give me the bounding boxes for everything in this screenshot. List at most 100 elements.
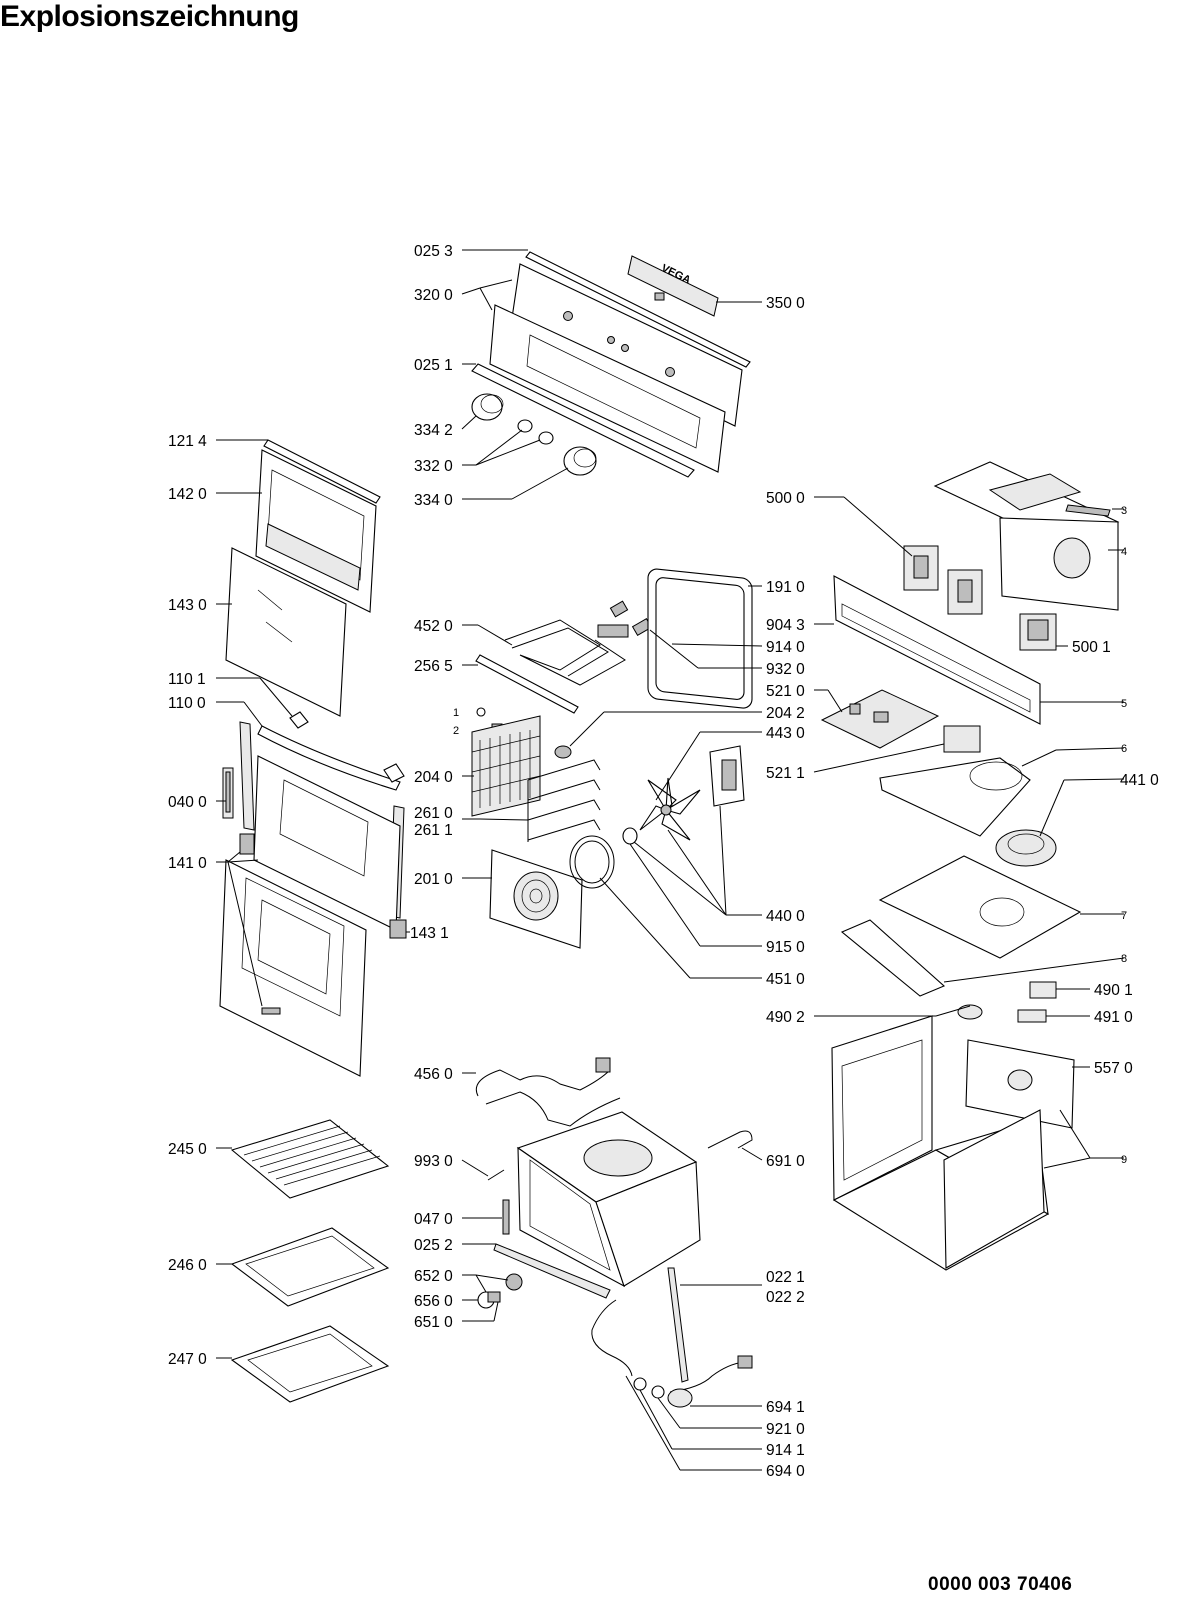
part-label: 500 0 [766, 490, 805, 507]
part-label: 350 0 [766, 295, 805, 312]
part-label: 191 0 [766, 579, 805, 596]
part-191-0-door-seal [647, 568, 753, 709]
part-label: 921 0 [766, 1421, 805, 1438]
part-label: 110 0 [168, 695, 206, 712]
part-label: 110 1 [168, 671, 206, 688]
part-332-0-push-buttons [517, 419, 554, 445]
part-label: 656 0 [414, 1293, 453, 1310]
part-500-0-switches [903, 545, 983, 615]
part-labels: 025 3 320 0 350 0 025 1 334 2 332 0 334 … [168, 243, 1159, 1480]
part-452-0-grill-element [504, 619, 629, 686]
part-025-1-lower-trim [471, 363, 695, 478]
document-number: 0000 003 70406 [928, 1574, 1073, 1595]
part-142-0-outer-door-glass [255, 449, 377, 613]
part-label: 3 [1121, 505, 1127, 517]
part-label: 7 [1121, 910, 1127, 922]
part-oven-cavity [516, 1111, 701, 1288]
part-label: 201 0 [414, 871, 453, 888]
part-label: 204 2 [766, 705, 805, 722]
part-label: 247 0 [168, 1351, 207, 1368]
part-label: 904 3 [766, 617, 805, 634]
part-921-0-914-1-rings [633, 1377, 665, 1399]
part-label: 025 3 [414, 243, 453, 260]
part-110-0-door-handle [257, 725, 405, 791]
part-label: 500 1 [1072, 639, 1111, 656]
part-3-4-top-housing [933, 461, 1120, 611]
part-label: 1 [453, 707, 459, 719]
part-201-0-rear-panel [489, 849, 583, 949]
part-label: 025 1 [414, 357, 453, 374]
part-label: 334 0 [414, 492, 453, 509]
part-label: 121 4 [168, 433, 207, 450]
leader-lines [216, 249, 1125, 1471]
part-label: 914 1 [766, 1442, 805, 1459]
page-title: Explosionszeichnung [0, 0, 299, 33]
part-521-1-relay [943, 725, 981, 753]
part-143-1-clip [389, 919, 407, 939]
part-label: 694 0 [766, 1463, 805, 1480]
part-8-deflector [840, 919, 946, 997]
part-993-0-screw [487, 1169, 505, 1181]
part-label: 6 [1121, 743, 1127, 755]
part-245-0-wire-shelf [230, 1119, 390, 1199]
part-label: 143 0 [168, 597, 207, 614]
part-label: 261 0 [414, 805, 453, 822]
part-label: 440 0 [766, 908, 805, 925]
part-label: 441 0 [1120, 772, 1159, 789]
part-456-0-bottom-element [475, 1057, 621, 1127]
part-691-0-sensor [707, 1130, 753, 1149]
part-500-1-switch [1019, 613, 1057, 651]
part-652-656-651-light [477, 1273, 523, 1309]
part-label: 491 0 [1094, 1009, 1133, 1026]
part-204-0-side-grid [471, 715, 541, 817]
part-6-fan-plate [879, 757, 1031, 837]
part-label: 4 [1121, 546, 1127, 558]
part-label: 2 [453, 725, 459, 737]
part-label: 261 1 [414, 822, 453, 839]
part-label: 246 0 [168, 1257, 207, 1274]
part-025-3-top-trim [525, 251, 751, 368]
part-443-0-fan-motor [709, 745, 745, 807]
part-441-0-tangential-fan [995, 829, 1057, 867]
part-label: 651 0 [414, 1314, 453, 1331]
part-label: 490 1 [1094, 982, 1133, 999]
part-label: 256 5 [414, 658, 453, 675]
part-047-0-clip [502, 1199, 510, 1235]
part-label: 443 0 [766, 725, 805, 742]
part-label: 691 0 [766, 1153, 805, 1170]
part-334-2-knob [471, 393, 504, 421]
part-label: 8 [1121, 953, 1127, 965]
part-451-0-circular-element [569, 835, 615, 889]
part-022-1-side-strip [667, 1267, 689, 1383]
part-694-cable [591, 1299, 753, 1408]
part-label: 143 1 [410, 925, 449, 942]
part-350-0-logo-badge: VEGA [627, 255, 719, 317]
part-label: 022 1 [766, 1269, 805, 1286]
part-label: 652 0 [414, 1268, 453, 1285]
part-label: 451 0 [766, 971, 805, 988]
part-label: 932 0 [766, 661, 805, 678]
part-261-0-shelf-supports [527, 759, 601, 842]
part-label: 452 0 [414, 618, 453, 635]
part-915-0-nut [622, 827, 638, 845]
part-label: 025 2 [414, 1237, 453, 1254]
part-label: 9 [1121, 1154, 1127, 1166]
part-label: 915 0 [766, 939, 805, 956]
part-904-3-control-frame [833, 575, 1041, 725]
part-040-0-hinge [222, 767, 234, 819]
part-label: 332 0 [414, 458, 453, 475]
part-320-0-control-panel [489, 263, 743, 473]
part-label: 022 2 [766, 1289, 805, 1306]
part-label: 521 0 [766, 683, 805, 700]
part-9-outer-carcass [831, 1015, 1050, 1271]
part-label: 141 0 [168, 855, 207, 872]
part-246-0-baking-tray [230, 1227, 390, 1307]
part-label: 521 1 [766, 765, 805, 782]
part-334-0-knob [563, 446, 597, 476]
part-label: 490 2 [766, 1009, 805, 1026]
part-label: 456 0 [414, 1066, 453, 1083]
part-110-1-handle-end [289, 711, 309, 729]
part-label: 040 0 [168, 794, 207, 811]
part-label: 320 0 [414, 287, 453, 304]
part-025-2-bottom-trim [493, 1243, 611, 1299]
